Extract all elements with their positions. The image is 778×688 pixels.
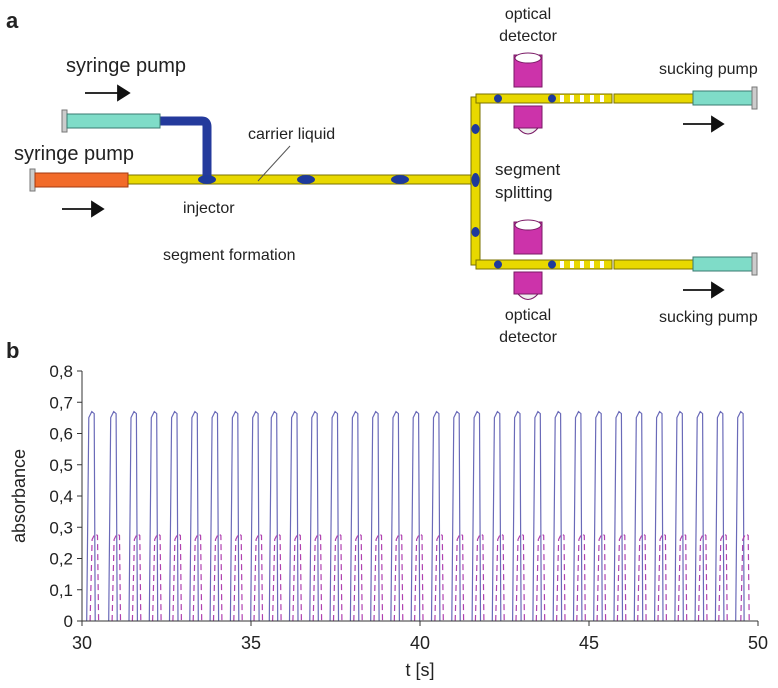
label-carrier-liquid: carrier liquid — [248, 126, 335, 143]
label-optical-detector-bottom-2: detector — [499, 329, 557, 346]
x-axis-label: t [s] — [405, 660, 434, 680]
injector-tube — [160, 116, 212, 178]
panel-b: b 0 0,1 0,2 0,3 0,4 0,5 0,6 0,7 0,8 30 35 40 45 50 t… — [6, 338, 768, 680]
flow-arrows — [62, 84, 725, 299]
y-tick-label: 0,1 — [49, 581, 73, 600]
y-tick-label: 0,4 — [49, 487, 73, 506]
label-sucking-pump-bottom: sucking pump — [659, 309, 758, 326]
x-tick-label: 45 — [579, 633, 599, 653]
y-axis-ticks: 0 0,1 0,2 0,3 0,4 0,5 0,6 0,7 0,8 — [49, 362, 82, 631]
syringe-pump-top — [61, 109, 161, 133]
y-tick-label: 0,3 — [49, 518, 73, 537]
lower-branch-channel-end — [613, 259, 695, 270]
y-tick-label: 0 — [64, 612, 73, 631]
panel-a-label: a — [6, 8, 19, 33]
y-axis-label: absorbance — [9, 449, 29, 543]
label-optical-detector-bottom-1: optical — [505, 307, 551, 324]
panel-b-label: b — [6, 338, 19, 363]
label-segment-splitting-2: splitting — [495, 183, 553, 202]
y-tick-label: 0,8 — [49, 362, 73, 381]
x-axis-ticks: 30 35 40 45 50 — [72, 621, 768, 653]
label-sucking-pump-top: sucking pump — [659, 61, 758, 78]
label-syringe-pump-bottom: syringe pump — [14, 143, 134, 165]
x-tick-label: 50 — [748, 633, 768, 653]
series-layer — [86, 410, 750, 622]
lower-branch-dashes — [560, 261, 604, 268]
carrier-liquid-leader — [257, 145, 291, 182]
lower-branch-channel — [475, 259, 613, 270]
x-tick-label: 40 — [410, 633, 430, 653]
upper-branch-channel-end — [613, 93, 695, 104]
y-tick-label: 0,6 — [49, 425, 73, 444]
upper-branch-channel — [475, 93, 613, 104]
label-segment-splitting-1: segment — [495, 160, 560, 179]
x-tick-label: 35 — [241, 633, 261, 653]
absorbance-chart: 0 0,1 0,2 0,3 0,4 0,5 0,6 0,7 0,8 30 35 40 45 50 — [49, 362, 768, 653]
y-tick-label: 0,7 — [49, 393, 73, 412]
optical-detector-top — [513, 52, 543, 135]
sucking-pump-top-syringe — [692, 86, 758, 110]
upper-branch-dashes — [560, 95, 604, 102]
sucking-pump-bottom-syringe — [692, 252, 758, 276]
label-segment-formation: segment formation — [163, 247, 296, 264]
label-optical-detector-top-2: detector — [499, 28, 557, 45]
optical-detector-bottom — [513, 219, 543, 300]
x-tick-label: 30 — [72, 633, 92, 653]
series-line-1 — [86, 410, 745, 622]
y-tick-label: 0,5 — [49, 456, 73, 475]
syringe-pump-bottom — [29, 168, 129, 192]
label-optical-detector-top-1: optical — [505, 6, 551, 23]
label-injector: injector — [183, 200, 235, 217]
panel-a: a — [6, 6, 758, 346]
segments — [198, 94, 556, 269]
y-tick-label: 0,2 — [49, 550, 73, 569]
label-syringe-pump-top: syringe pump — [66, 55, 186, 77]
